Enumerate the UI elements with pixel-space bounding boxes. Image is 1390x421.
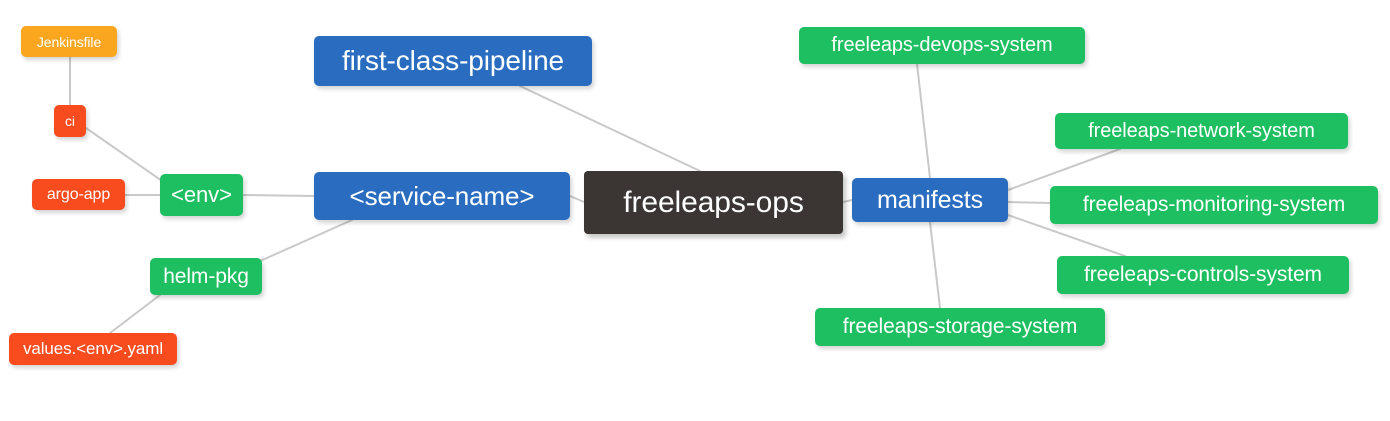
node-service-name[interactable]: <service-name>: [314, 172, 570, 220]
node-freeleaps-devops-system[interactable]: freeleaps-devops-system: [799, 27, 1085, 64]
node-jenkinsfile[interactable]: Jenkinsfile: [21, 26, 117, 57]
edge-freeleaps-ops-to-manifests: [842, 199, 853, 203]
node-freeleaps-network-system[interactable]: freeleaps-network-system: [1055, 113, 1348, 149]
node-env[interactable]: <env>: [160, 174, 243, 216]
edge-service-name-to-env: [242, 194, 315, 197]
edge-manifests-to-freeleaps-devops-system: [916, 63, 931, 179]
edge-freeleaps-ops-to-first-class-pipeline: [519, 85, 701, 172]
node-helm-pkg[interactable]: helm-pkg: [150, 258, 262, 295]
node-freeleaps-controls-system[interactable]: freeleaps-controls-system: [1057, 256, 1349, 294]
edge-helm-pkg-to-values-env-yaml: [109, 294, 161, 334]
edge-manifests-to-freeleaps-storage-system: [929, 221, 941, 309]
edge-freeleaps-ops-to-service-name: [569, 195, 585, 203]
edge-manifests-to-freeleaps-network-system: [1007, 148, 1121, 191]
node-freeleaps-monitoring-system[interactable]: freeleaps-monitoring-system: [1050, 186, 1378, 224]
node-manifests[interactable]: manifests: [852, 178, 1008, 222]
node-first-class-pipeline[interactable]: first-class-pipeline: [314, 36, 592, 86]
node-values-env-yaml[interactable]: values.<env>.yaml: [9, 333, 177, 365]
node-ci[interactable]: ci: [54, 105, 86, 137]
node-freeleaps-ops[interactable]: freeleaps-ops: [584, 171, 843, 234]
node-freeleaps-storage-system[interactable]: freeleaps-storage-system: [815, 308, 1105, 346]
edge-manifests-to-freeleaps-monitoring-system: [1007, 201, 1051, 204]
node-argo-app[interactable]: argo-app: [32, 179, 125, 210]
